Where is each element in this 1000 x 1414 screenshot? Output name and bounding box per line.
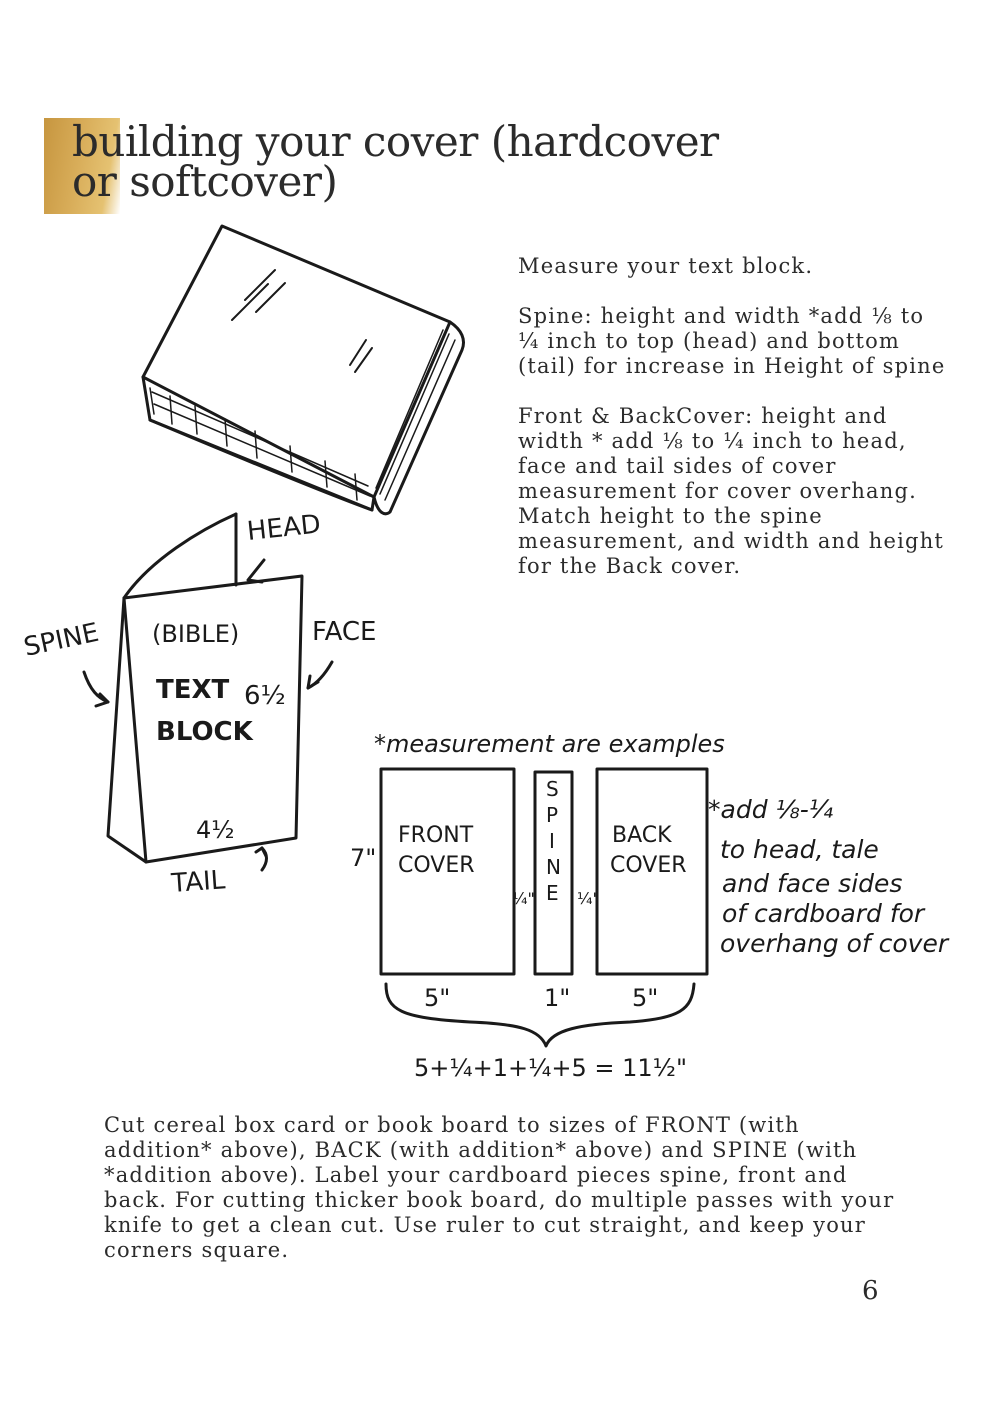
spine-board: [533, 770, 574, 976]
label-spine-s: S: [546, 777, 559, 801]
side-note-line-1: *add ⅛-¼: [708, 795, 833, 824]
label-front-1: FRONT: [398, 823, 474, 848]
side-note-line-4: of cardboard for: [722, 899, 926, 928]
title-line-1: building your cover (hardcover: [72, 117, 719, 166]
gold-accent-swash: [44, 118, 120, 214]
label-gap-left: ¼": [512, 889, 535, 908]
label-width-spine: 1": [544, 984, 570, 1012]
label-spine-i: I: [549, 829, 555, 853]
text-block-labels: HEAD SPINE FACE (BIBLE) TEXT BLOCK 6½ 4½…: [21, 509, 376, 899]
cutting-instructions: Cut cereal box card or book board to siz…: [104, 1113, 895, 1262]
label-face: FACE: [312, 617, 376, 647]
label-block: BLOCK: [156, 717, 254, 747]
instructions-block: Measure your text block. Spine: height a…: [518, 254, 948, 604]
width-brace: [384, 982, 696, 1048]
label-width-front: 5": [424, 984, 450, 1012]
page-title: building your cover (hardcover or softco…: [72, 117, 772, 206]
label-measurement-note: *measurement are examples: [374, 730, 725, 758]
cover-layout-labels: *measurement are examples FRONT COVER BA…: [350, 730, 950, 1082]
label-back-1: BACK: [612, 823, 672, 848]
page-number: 6: [862, 1276, 879, 1306]
closed-book-illustration: [141, 224, 465, 516]
label-text: TEXT: [156, 675, 230, 705]
label-gap-right: ¼": [577, 889, 600, 908]
front-cover-board: [379, 767, 516, 976]
side-note-line-5: overhang of cover: [720, 929, 950, 958]
label-height: 7": [350, 844, 376, 872]
open-text-block-illustration: [82, 512, 334, 872]
label-total-width: 5+¼+1+¼+5 = 11½": [414, 1054, 687, 1082]
instruction-covers: Front & BackCover: height and width * ad…: [518, 404, 945, 578]
label-spine-p: P: [546, 803, 558, 827]
back-cover-board: [595, 767, 709, 976]
side-note-line-3: and face sides: [722, 869, 902, 898]
cover-layout-diagram: [379, 767, 709, 1048]
label-spine-n: N: [546, 855, 561, 879]
label-bible: (BIBLE): [152, 620, 239, 648]
label-tail: TAIL: [169, 865, 226, 899]
label-back-2: COVER: [610, 853, 687, 878]
label-width-back: 5": [632, 984, 658, 1012]
title-line-2: or softcover): [72, 157, 338, 206]
label-front-2: COVER: [398, 853, 475, 878]
side-note-line-2: to head, tale: [720, 835, 879, 864]
label-spine: SPINE: [21, 618, 101, 663]
label-height-dim: 6½: [244, 681, 286, 711]
label-width-dim: 4½: [196, 816, 235, 844]
instruction-spine: Spine: height and width *add ⅛ to ¼ inch…: [518, 304, 946, 378]
label-head: HEAD: [246, 509, 323, 547]
instruction-measure: Measure your text block.: [518, 254, 814, 278]
label-spine-e: E: [546, 881, 559, 905]
